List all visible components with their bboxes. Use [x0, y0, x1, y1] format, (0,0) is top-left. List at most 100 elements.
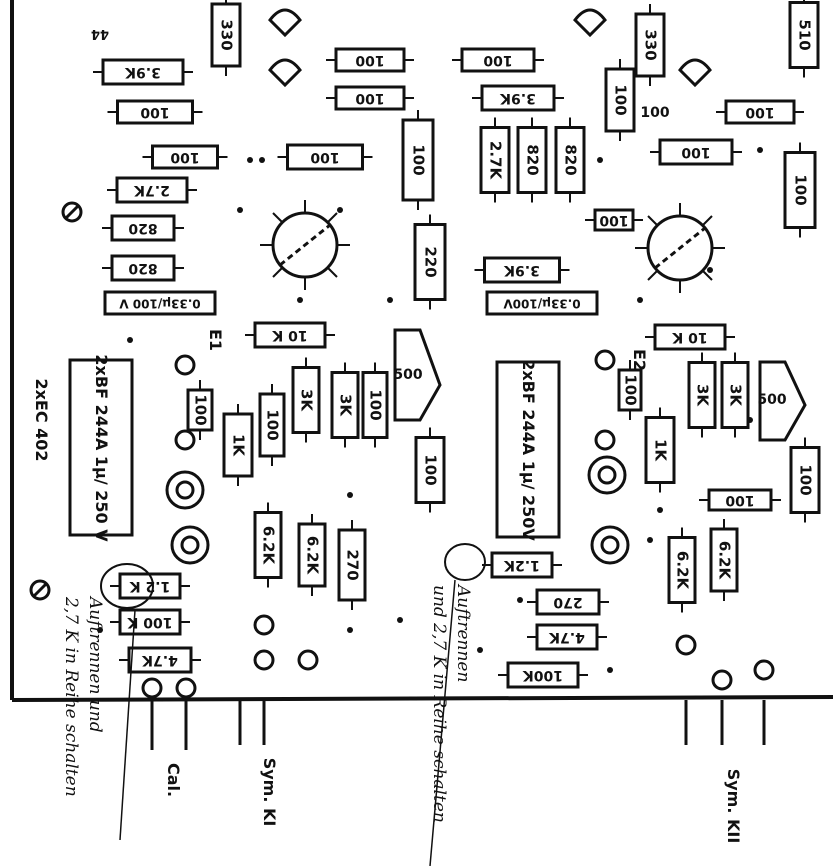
resistor-value: 3.9K	[124, 64, 161, 80]
resistor-value: 2.7K	[487, 141, 505, 181]
resistor-body	[634, 12, 666, 78]
sym-k2-label: Sym. KII	[724, 769, 743, 844]
resistor-body	[479, 126, 511, 194]
resistor-r28: 330	[634, 4, 666, 86]
resistor-body	[554, 126, 586, 194]
resistor-r7: 2.7K	[107, 176, 197, 204]
resistor-r19: 100	[186, 380, 214, 440]
resistor-body	[483, 256, 561, 284]
resistor-body	[709, 527, 739, 593]
resistor-r10: 100	[277, 143, 373, 171]
sym-k1-label: Sym. KI	[260, 758, 279, 827]
resistor-value: 100	[422, 454, 440, 485]
resistor-value: 3K	[727, 384, 745, 407]
resistor-r47: 100	[789, 437, 821, 523]
resistor-r17: 1K	[222, 404, 254, 486]
tube-label: 2xEC 402	[32, 378, 51, 461]
resistor-value: 100	[745, 104, 774, 120]
resistor-r29: 510	[788, 0, 820, 78]
resistor-r50: 1.2K	[482, 551, 562, 579]
resistor-value: 820	[128, 220, 157, 236]
resistor-value: 500	[393, 367, 422, 383]
resistor-value: 100	[410, 144, 428, 175]
resistor-body	[151, 144, 219, 170]
resistor-body	[258, 392, 286, 458]
resistor-body	[490, 551, 554, 579]
resistor-value: 3K	[337, 394, 355, 417]
resistor-r1: 330	[210, 0, 242, 76]
resistor-r18: 100	[258, 384, 286, 466]
capacitor-3: 0.33µ/100 V	[103, 290, 217, 316]
resistor-r42: 3K	[687, 352, 717, 438]
note-2-line-2: und 2,7 K in Reihe schalten	[429, 585, 449, 823]
resistor-r16: 100	[414, 427, 446, 513]
resistor-body	[516, 126, 548, 194]
resistor-value: 100	[264, 409, 282, 440]
resistor-r21: 6.2K	[297, 514, 327, 596]
resistor-value: 4.7K	[548, 629, 585, 645]
resistor-body	[720, 361, 750, 429]
resistor-value: 6.2K	[716, 541, 734, 581]
handwritten-note-1: Auftrennen und 2,7 K in Reihe schalten	[61, 563, 154, 841]
resistor-r9: 820	[102, 254, 184, 282]
resistor-r46: 100	[699, 488, 781, 512]
resistor-body	[593, 208, 635, 232]
resistor-layer: 330 3.9K 100 100 100 100 2.7K 820 820 100 220 10 K 3…	[93, 0, 821, 689]
resistor-r11: 220	[413, 214, 447, 310]
resistor-body	[535, 623, 599, 651]
resistor-value: 510	[796, 19, 814, 50]
resistor-body	[253, 321, 327, 349]
resistor-body	[414, 436, 446, 504]
resistor-value: 100	[681, 144, 710, 160]
resistor-r26: 100	[401, 110, 435, 210]
resistor-body	[413, 223, 447, 301]
resistor-value: 100	[599, 212, 628, 228]
resistor-body	[110, 214, 176, 242]
resistor-body	[210, 2, 242, 68]
resistor-value: 820	[562, 144, 580, 175]
resistor-r13: 3K	[291, 357, 321, 443]
resistor-r41: 500	[757, 392, 786, 408]
resistor-value: 2.7K	[133, 182, 170, 198]
resistor-value: 270	[553, 594, 582, 610]
resistor-body	[116, 99, 194, 125]
resistor-value: 820	[524, 144, 542, 175]
resistor-r25: 4.7K	[119, 646, 201, 674]
resistor-r51: 270	[527, 588, 609, 616]
resistor-value: 100	[310, 149, 339, 165]
resistor-body	[186, 388, 214, 432]
resistor-r36: 100	[650, 138, 742, 166]
resistor-body	[783, 151, 817, 229]
resistor-value: 3.9K	[499, 90, 536, 106]
resistor-body	[658, 138, 734, 166]
resistor-body	[110, 254, 176, 282]
rotary-switch-1	[260, 200, 350, 290]
channel-2-label: E2	[630, 349, 649, 371]
channel-1-label: E1	[206, 329, 225, 351]
resistor-value: 100	[640, 105, 669, 121]
resistor-body	[334, 85, 406, 111]
mounting-screw-icon	[61, 201, 83, 223]
resistor-value: 100 K	[126, 614, 172, 630]
resistor-body	[535, 588, 601, 616]
resistor-value: 100	[355, 52, 384, 68]
resistor-value: 100	[612, 84, 630, 115]
resistor-body	[297, 522, 327, 588]
resistor-body	[118, 608, 182, 636]
resistor-r40: 10 K	[645, 323, 735, 351]
resistor-body	[617, 368, 643, 412]
resistor-value: 220	[422, 246, 440, 277]
resistor-value: 100	[170, 149, 199, 165]
resistor-r52: 4.7K	[527, 623, 607, 651]
resistor-r15: 100	[361, 362, 389, 448]
resistor-r53: 100K	[498, 661, 588, 689]
board-outline	[10, 0, 833, 702]
resistor-body	[687, 361, 717, 429]
resistor-value: 820	[128, 260, 157, 276]
resistor-body	[644, 416, 676, 484]
resistor-r14: 3K	[330, 362, 360, 448]
resistor-value: 100	[140, 104, 169, 120]
resistor-value: 3K	[694, 384, 712, 407]
resistor-r48: 6.2K	[667, 527, 697, 613]
